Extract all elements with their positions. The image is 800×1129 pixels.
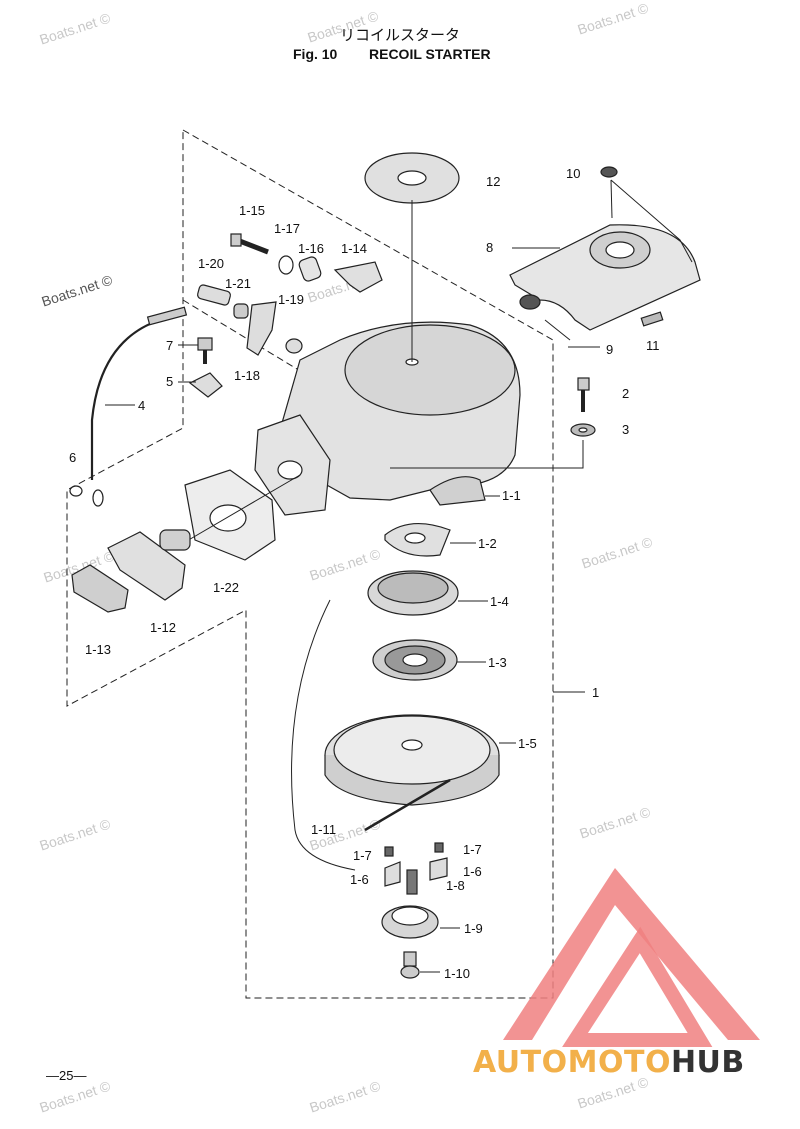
callout-9: 9 — [606, 342, 613, 357]
callout-1-11: 1-11 — [311, 822, 336, 837]
page-number: —25— — [46, 1068, 87, 1083]
callout-1-12: 1-12 — [150, 620, 176, 635]
logo-part1: AUTOMOTO — [473, 1045, 671, 1080]
callout-1: 1 — [592, 685, 599, 700]
part-7-screw — [197, 337, 213, 351]
part-1-14-lever — [333, 261, 383, 293]
callout-1-17: 1-17 — [274, 221, 300, 236]
part-8-cover — [509, 224, 701, 331]
callout-1-14: 1-14 — [341, 241, 367, 256]
callout-6: 6 — [69, 450, 76, 465]
callout-1-3: 1-3 — [488, 655, 507, 670]
part-1-19-washer — [285, 338, 303, 354]
assembly-boundary-dashed — [66, 129, 554, 999]
callout-1-13: 1-13 — [85, 642, 111, 657]
callout-1-18: 1-18 — [234, 368, 260, 383]
callout-1-7-left: 1-7 — [353, 848, 372, 863]
part-10-grommet — [600, 166, 618, 178]
callout-1-19: 1-19 — [278, 292, 304, 307]
callout-1-7-right: 1-7 — [463, 842, 482, 857]
callout-1-1: 1-1 — [502, 488, 521, 503]
title-japanese: リコイルスタータ — [339, 26, 460, 44]
callout-10: 10 — [566, 166, 580, 181]
part-5-plate — [188, 372, 223, 398]
logo-part2: HUB — [670, 1045, 745, 1080]
part-4-cable — [90, 318, 161, 480]
callout-1-9: 1-9 — [464, 921, 483, 936]
part-1-11-rope — [364, 778, 451, 832]
part-1-7-spring-right — [434, 842, 444, 853]
part-9-grommet — [519, 294, 541, 310]
callout-1-2: 1-2 — [478, 536, 497, 551]
part-1-18-plate — [246, 301, 277, 356]
callout-5: 5 — [166, 374, 173, 389]
callout-2: 2 — [622, 386, 629, 401]
part-1-6-pawl-left — [384, 861, 401, 887]
part-2-bolt — [577, 377, 590, 391]
callout-11: 11 — [646, 338, 660, 353]
automotohub-logo-mark — [503, 868, 760, 1047]
callout-1-16: 1-16 — [298, 241, 324, 256]
callout-7: 7 — [166, 338, 173, 353]
callout-1-22: 1-22 — [213, 580, 239, 595]
part-1-17-spring — [278, 255, 294, 275]
callout-1-4: 1-4 — [490, 594, 509, 609]
callout-3: 3 — [622, 422, 629, 437]
part-6-clip — [69, 485, 83, 497]
part-1-15-screw — [236, 237, 269, 255]
automotohub-logo-word: AUTOMOTOHUB — [473, 1045, 745, 1080]
callout-1-20: 1-20 — [198, 256, 224, 271]
part-1-12-handle — [107, 531, 186, 601]
callout-1-5: 1-5 — [518, 736, 537, 751]
part-1-10-bolt — [403, 951, 417, 967]
figure-title: RECOIL STARTER — [369, 46, 491, 62]
figure-number: Fig. 10 — [293, 46, 338, 62]
part-1-7-spring-left — [384, 846, 394, 857]
part-1-8-spring — [406, 869, 418, 895]
part-1-6-pawl-right — [429, 857, 448, 881]
part-1-21-collar — [233, 303, 249, 319]
callout-1-15: 1-15 — [239, 203, 265, 218]
callout-labels: 12 10 8 9 11 2 3 1-15 1-17 1-16 1-14 1-2… — [69, 166, 660, 981]
part-11-label — [640, 311, 664, 327]
part-1-16-pin — [298, 256, 322, 282]
callout-4: 4 — [138, 398, 145, 413]
callout-8: 8 — [486, 240, 493, 255]
callout-1-21: 1-21 — [225, 276, 251, 291]
callout-1-6-left: 1-6 — [350, 872, 369, 887]
part-1-13-insert — [71, 564, 129, 613]
callout-12: 12 — [486, 174, 500, 189]
part-1-20-screw — [197, 284, 231, 306]
callout-1-8: 1-8 — [446, 878, 465, 893]
callout-1-10: 1-10 — [444, 966, 470, 981]
callout-1-6-right: 1-6 — [463, 864, 482, 879]
